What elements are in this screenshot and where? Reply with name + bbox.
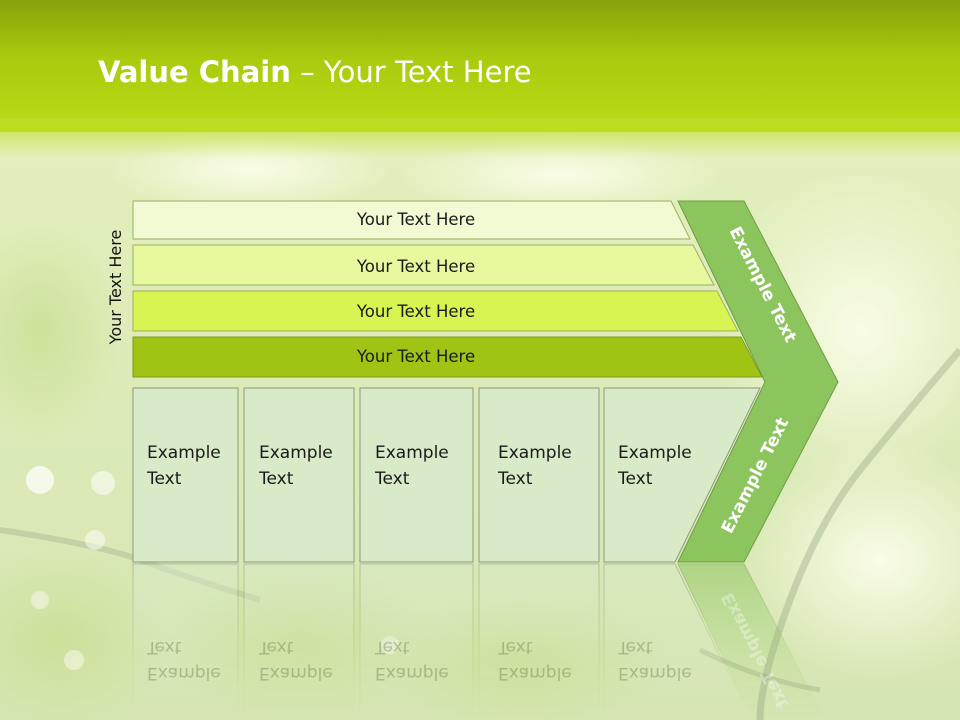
activity-cell-1: Example Text [132,387,239,563]
reflection-line-1: Example [147,663,221,683]
svg-text:Example: Example [375,663,449,683]
svg-text:Text: Text [146,469,182,489]
reflection-line-2: Text [374,637,410,657]
cell-line-1: Example [147,443,221,463]
svg-text:Text: Text [258,637,294,657]
title-band-fade [0,118,960,158]
page-title-bold: Value Chain [98,55,291,89]
svg-text:Example: Example [259,443,333,463]
cell-line-2: Text [258,469,294,489]
bar-3: Your Text Here [132,290,739,332]
svg-text:Text: Text [497,469,533,489]
activity-cell-3: Example Text [359,387,474,563]
svg-text:Example: Example [147,663,221,683]
svg-text:Example: Example [147,443,221,463]
svg-text:Example: Example [498,443,572,463]
cell-line-2: Text [617,469,653,489]
bar-label: Your Text Here [356,257,475,276]
svg-text:Text: Text [374,469,410,489]
reflection-line-1: Example [259,663,333,683]
svg-text:Text: Text [146,637,182,657]
bar-4: Your Text Here [132,336,763,378]
reflection-line-1: Example [618,663,692,683]
svg-text:Text: Text [617,469,653,489]
page-title: Value Chain – Your Text Here [98,52,532,92]
cell-line-2: Text [497,469,533,489]
svg-text:Text: Text [374,637,410,657]
reflection-line-2: Text [617,637,653,657]
page-title-rest: – Your Text Here [290,55,532,89]
svg-text:Example: Example [498,663,572,683]
reflection-line-2: Text [497,637,533,657]
svg-text:Example: Example [259,663,333,683]
svg-text:Example: Example [375,443,449,463]
activity-cell-2: Example Text [243,387,355,563]
cell-line-1: Example [375,443,449,463]
svg-text:Text: Text [497,637,533,657]
reflection-line-2: Text [146,637,182,657]
activity-cell-4: Example Text [478,387,600,563]
diagram-reflection [132,563,827,720]
cell-line-2: Text [146,469,182,489]
reflection-line-1: Example [375,663,449,683]
svg-text:Example: Example [618,663,692,683]
reflection-line-1: Example [498,663,572,683]
bar-label: Your Text Here [356,302,475,321]
bar-1: Your Text Here [132,200,691,240]
svg-text:Text: Text [258,469,294,489]
bar-2: Your Text Here [132,244,715,286]
margin-chevron: Example Text Example Text [677,200,839,563]
title-band [0,0,960,132]
cell-line-1: Example [498,443,572,463]
bar-label: Your Text Here [356,347,475,366]
reflection-line-2: Text [258,637,294,657]
cell-line-1: Example [618,443,692,463]
cell-line-1: Example [259,443,333,463]
bar-label: Your Text Here [356,210,475,229]
svg-text:Text: Text [617,637,653,657]
cell-line-2: Text [374,469,410,489]
svg-text:Example: Example [618,443,692,463]
activity-cell-5: Example Text [603,387,761,563]
side-label: Your Text Here [106,230,125,346]
